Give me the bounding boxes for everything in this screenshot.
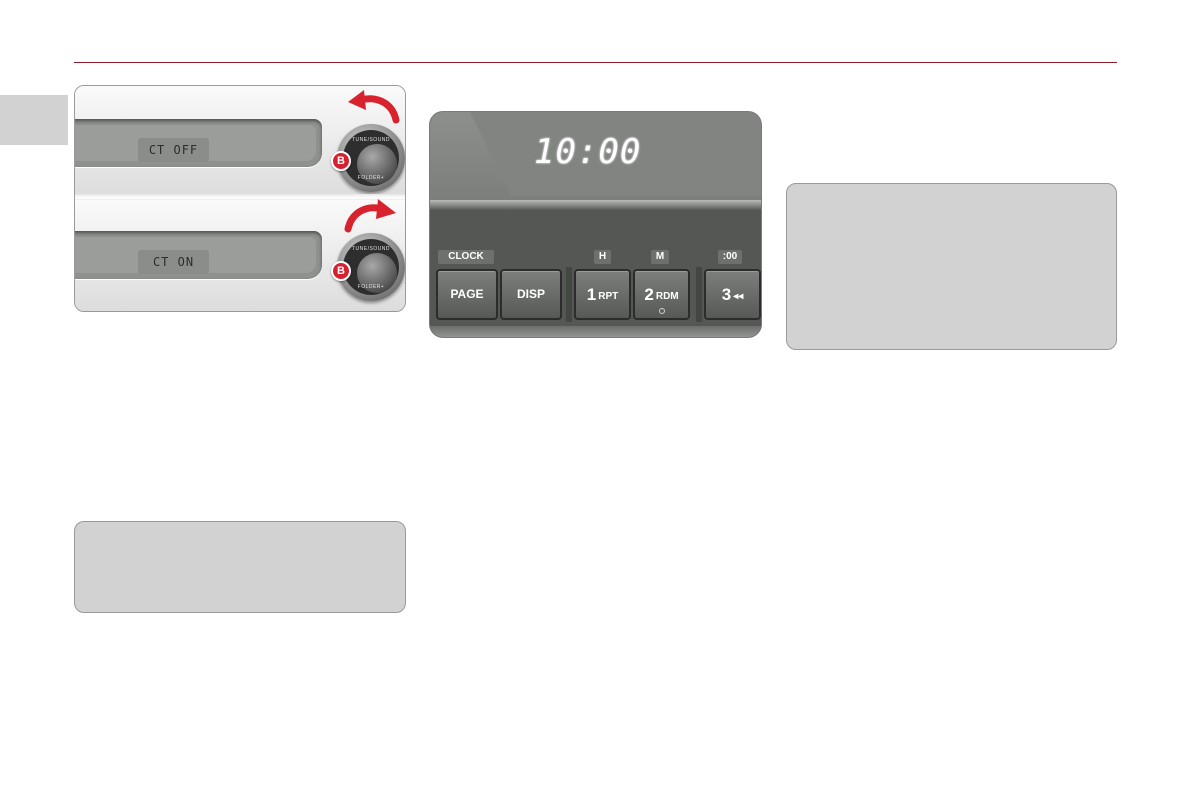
minute-label: M	[651, 250, 669, 264]
panel-lip	[430, 326, 761, 337]
knob-cap	[357, 253, 397, 293]
chapter-tab	[0, 95, 68, 145]
hour-label: H	[594, 250, 611, 264]
rotate-left-arrow-icon	[348, 90, 400, 124]
display-bezel: CT ON	[75, 231, 322, 279]
clock-display: 10:00	[534, 132, 642, 172]
ct-off-panel: CT OFF TUNE/SOUND FOLDER+ B	[75, 86, 405, 199]
header-rule	[74, 62, 1117, 63]
indicator-dot-icon	[658, 308, 665, 314]
button-separator	[696, 267, 702, 322]
panel-divider	[75, 194, 405, 204]
rotate-right-arrow-icon	[344, 199, 396, 233]
knob-label: FOLDER+	[357, 284, 385, 290]
preset-3-button[interactable]: 3◂◂	[704, 269, 761, 320]
clock-label: CLOCK	[438, 250, 494, 264]
button-separator	[566, 267, 572, 322]
display-screen: 10:00	[430, 112, 761, 202]
tune-sound-knob[interactable]: TUNE/SOUND FOLDER+	[337, 124, 405, 192]
display-bezel: CT OFF	[75, 119, 322, 167]
knob-label: FOLDER+	[357, 175, 385, 181]
display-text: CT OFF	[138, 138, 209, 162]
callout-badge: B	[331, 151, 351, 171]
note-box	[74, 521, 406, 613]
callout-badge: B	[331, 261, 351, 281]
display-text: CT ON	[138, 250, 209, 274]
knob-label: TUNE/SOUND	[351, 246, 391, 252]
figure-ct-setting: CT OFF TUNE/SOUND FOLDER+ B CT ON	[74, 85, 406, 312]
page-button[interactable]: PAGE	[436, 269, 498, 320]
note-box	[786, 183, 1117, 350]
knob-label: TUNE/SOUND	[351, 137, 391, 143]
ct-on-panel: CT ON TUNE/SOUND FOLDER+ B	[75, 199, 405, 311]
display-rail	[430, 200, 761, 210]
knob-cap	[357, 144, 397, 184]
reset-label: :00	[718, 250, 742, 264]
tune-sound-knob[interactable]: TUNE/SOUND FOLDER+	[337, 233, 405, 301]
disp-button[interactable]: DISP	[500, 269, 562, 320]
